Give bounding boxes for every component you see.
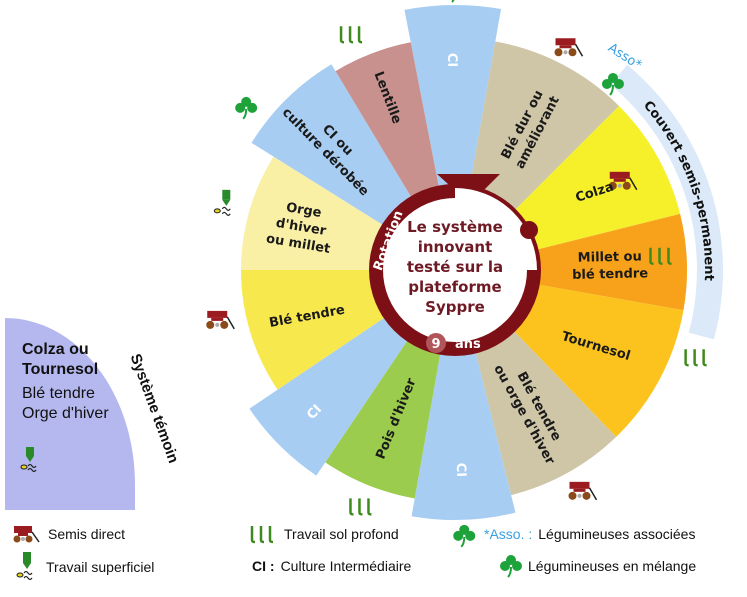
segment-label-line: CI (444, 53, 459, 68)
segment-icons (206, 0, 707, 548)
segment-ci (249, 309, 416, 476)
rotation-ring (369, 174, 541, 356)
center-line: plateforme (408, 278, 501, 296)
center-line: Le système (407, 218, 503, 236)
years-label: ans (455, 337, 481, 352)
segment-label-line: CI (453, 462, 468, 477)
legend-label: Travail sol profond (284, 526, 399, 542)
shallow-tillage-icon (213, 189, 231, 216)
control-crop: Blé tendre (22, 385, 95, 402)
deep-tillage-icon (349, 498, 372, 516)
legend-ci: CI : Culture Intermédiaire (252, 558, 411, 574)
legend-label: Culture Intermédiaire (280, 558, 412, 574)
control-system-crops: Colza ou Tournesol Blé tendre Orge d'hiv… (22, 340, 109, 424)
control-crop: Colza ou (22, 341, 89, 358)
clover-icon (235, 96, 258, 120)
clover-icon (601, 72, 624, 96)
rotation-arrow-head (437, 174, 500, 204)
legend-label: Travail superficiel (46, 559, 155, 575)
segment-label-line: blé tendre (572, 266, 648, 283)
legend: Semis direct Travail superficiel Travail… (0, 520, 747, 590)
cover-band-shape (610, 64, 723, 340)
legend-label: Légumineuses associées (538, 526, 696, 542)
years-badge (426, 333, 446, 353)
center-line: testé sur la (407, 258, 503, 276)
clover-icon (451, 0, 455, 3)
segment-label: CI (453, 462, 468, 477)
direct-seeder-icon (554, 38, 584, 57)
control-crop: Tournesol (22, 361, 99, 378)
segment-ci (404, 5, 502, 202)
segment-tournesol (503, 282, 684, 437)
legend-asso: *Asso. : Légumineuses associées (484, 526, 695, 542)
segment-lentille (335, 42, 442, 210)
segment-label-line: Millet ou (578, 249, 642, 265)
legend-shallow-tillage: Travail superficiel (14, 552, 154, 582)
direct-seeder-icon (13, 526, 40, 543)
segment-colza (504, 105, 681, 254)
direct-seeder-icon (608, 171, 638, 191)
years-number: 9 (431, 337, 440, 352)
segment-blé-tendre-ou-orge-d-hiver (471, 320, 617, 496)
segment-ci (411, 337, 516, 521)
deep-tillage-icon (684, 349, 707, 367)
direct-seeder-icon (206, 310, 235, 330)
center-line: Syppre (425, 298, 485, 316)
deep-tillage-icon (649, 247, 672, 265)
deep-tillage-icon (339, 26, 363, 44)
clover-icon (500, 555, 522, 578)
legend-key: CI : (252, 558, 275, 574)
legend-clover: Légumineuses en mélange (500, 554, 696, 578)
legend-direct-seeding: Semis direct (12, 524, 125, 544)
segment-blé-dur-ou-améliorant (467, 41, 620, 221)
segment-label-line: Orge (285, 200, 323, 221)
legend-label: Semis direct (48, 526, 126, 542)
legend-key: *Asso. : (484, 526, 533, 542)
segment-pois-d-hiver (325, 328, 443, 499)
legend-deep-tillage: Travail sol profond (248, 524, 399, 544)
segment-orge-d-hiver-ou-millet (241, 156, 396, 270)
center-line: innovant (418, 238, 493, 256)
ring-end-cap (520, 221, 538, 239)
deep-tillage-icon (250, 526, 274, 544)
direct-seeder-icon (568, 481, 598, 501)
ring-gap (454, 188, 537, 271)
control-crop: Orge d'hiver (22, 405, 109, 422)
segment-ci-ou-culture-dérobée (251, 64, 419, 233)
segment-blé-tendre (241, 270, 397, 390)
segment-label: CI (444, 53, 459, 68)
legend-label: Légumineuses en mélange (528, 558, 697, 574)
shallow-tillage-icon (16, 552, 33, 581)
segments (241, 5, 687, 521)
center-circle (383, 198, 527, 342)
clover-icon (453, 524, 476, 548)
center-text: Le système innovant testé sur la platefo… (407, 218, 503, 316)
segment-millet-ou-blé-tendre (522, 213, 687, 311)
